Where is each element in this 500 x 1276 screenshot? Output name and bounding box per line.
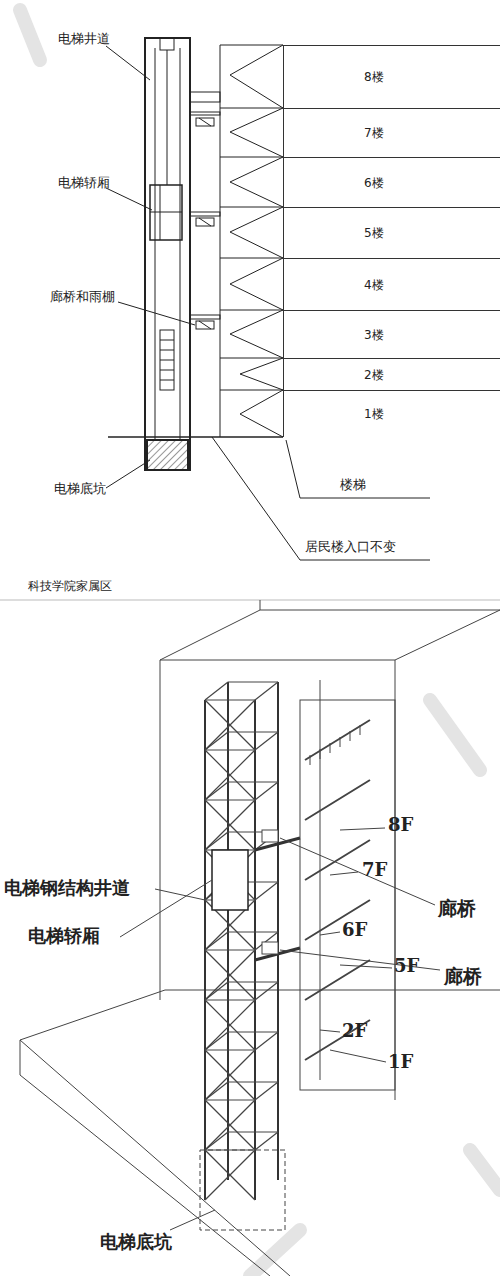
- part-label: 电梯底坑: [54, 482, 106, 496]
- brace: [205, 1032, 228, 1050]
- car: [212, 850, 248, 910]
- brace: [228, 1031, 278, 1032]
- floor-box: 1楼: [283, 390, 500, 437]
- floor-number: 6F: [342, 920, 367, 940]
- shaft-bracing: [205, 682, 278, 1200]
- caption-note: 科技学院家属区: [28, 580, 112, 593]
- brace: [205, 1050, 255, 1100]
- brace: [228, 931, 278, 932]
- part-label: 电梯轿厢: [58, 176, 110, 190]
- brace: [228, 731, 278, 732]
- brace: [255, 982, 278, 1000]
- floor-box: 2楼: [283, 358, 500, 390]
- brace: [205, 1000, 255, 1050]
- brace: [205, 1082, 228, 1100]
- floor-number: 5F: [394, 956, 419, 976]
- brace: [205, 1150, 255, 1200]
- brace: [228, 681, 278, 682]
- leader-lines-3d: [120, 828, 440, 1230]
- brace: [255, 1132, 278, 1150]
- floor-box: 3楼: [283, 310, 500, 358]
- brace: [228, 981, 278, 982]
- floor-box: 5楼: [283, 207, 500, 258]
- floor-number: 2F: [342, 1021, 367, 1041]
- brace: [205, 1000, 255, 1050]
- floor-label: 4楼: [364, 276, 384, 293]
- floor-label: 1楼: [364, 406, 384, 423]
- stair-zigzag: [220, 45, 283, 437]
- brace: [205, 982, 228, 1000]
- brace: [205, 749, 255, 750]
- brace: [205, 700, 255, 750]
- brace: [205, 800, 255, 850]
- brace: [205, 750, 255, 800]
- brace: [205, 799, 255, 800]
- floor-number: 1F: [388, 1052, 413, 1072]
- part-label: 电梯钢结构井道: [4, 878, 130, 898]
- floor-box: 6楼: [283, 157, 500, 207]
- brace: [205, 1100, 255, 1150]
- floor-number: 7F: [362, 860, 387, 880]
- 3d-drawing: [20, 600, 500, 1276]
- part-label: 楼梯: [340, 478, 366, 492]
- brace: [205, 950, 255, 1000]
- part-label: 居民楼入口不变: [305, 540, 396, 554]
- brace: [205, 1049, 255, 1050]
- brace: [205, 1099, 255, 1100]
- steel-shaft: [205, 682, 278, 1200]
- brace: [205, 1100, 255, 1150]
- brace: [205, 699, 255, 700]
- floor-label: 2楼: [364, 366, 384, 383]
- section-drawing: [0, 38, 500, 600]
- floor-box: 7楼: [283, 108, 500, 157]
- part-label: 电梯底坑: [100, 1232, 172, 1252]
- brace: [205, 700, 255, 750]
- brace: [228, 1081, 278, 1082]
- floor-label: 6楼: [364, 174, 384, 191]
- brace: [205, 750, 255, 800]
- brace: [205, 782, 228, 800]
- floor-label: 8楼: [364, 69, 384, 86]
- floor-label: 7楼: [364, 125, 384, 142]
- part-label: 电梯井道: [58, 32, 110, 46]
- brace: [255, 882, 278, 900]
- part-label: 电梯轿厢: [28, 926, 100, 946]
- part-label: 廊桥: [444, 966, 482, 987]
- floor-box: 8楼: [283, 45, 500, 108]
- brace: [205, 832, 228, 850]
- brace: [255, 782, 278, 800]
- watermark-strokes: [20, 10, 500, 1276]
- floor-box: 4楼: [283, 258, 500, 310]
- brace: [205, 732, 228, 750]
- brace: [205, 1150, 255, 1200]
- floor-number: 8F: [388, 815, 413, 835]
- brace: [205, 999, 255, 1000]
- brace: [205, 949, 255, 950]
- part-label: 廊桥和雨棚: [50, 290, 115, 304]
- brace: [205, 950, 255, 1000]
- brace: [255, 1082, 278, 1100]
- floor-label: 3楼: [364, 326, 384, 343]
- brace: [228, 1131, 278, 1132]
- brace: [255, 732, 278, 750]
- brace: [205, 800, 255, 850]
- brace: [255, 682, 278, 700]
- brace: [228, 781, 278, 782]
- floor-label: 5楼: [364, 225, 384, 242]
- corridor-bridges: [190, 92, 220, 329]
- part-label: 廊桥: [438, 898, 476, 919]
- brace: [255, 1032, 278, 1050]
- brace: [205, 1132, 228, 1150]
- brace: [205, 1050, 255, 1100]
- leader-lines: [106, 46, 430, 560]
- brace: [205, 682, 228, 700]
- brace: [205, 932, 228, 950]
